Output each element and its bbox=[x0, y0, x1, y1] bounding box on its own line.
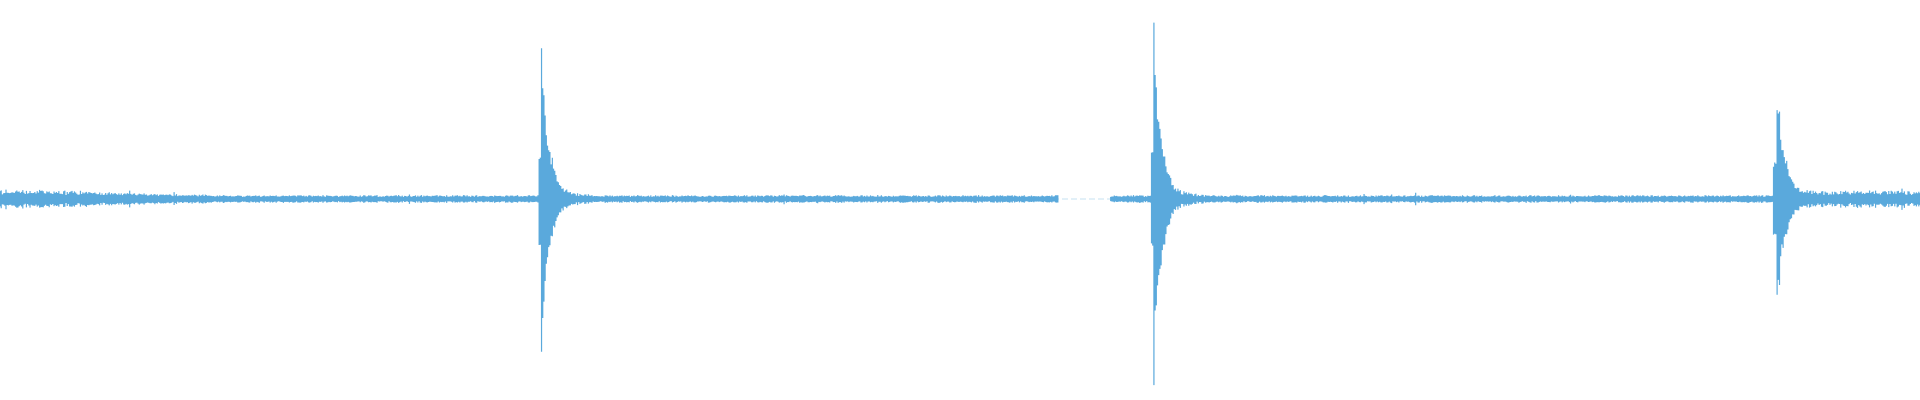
waveform-transient-1 bbox=[538, 11, 544, 387]
waveform-samples bbox=[0, 22, 1920, 386]
waveform-transient-2 bbox=[1151, 3, 1157, 395]
waveform-transient-3 bbox=[1773, 51, 1779, 347]
